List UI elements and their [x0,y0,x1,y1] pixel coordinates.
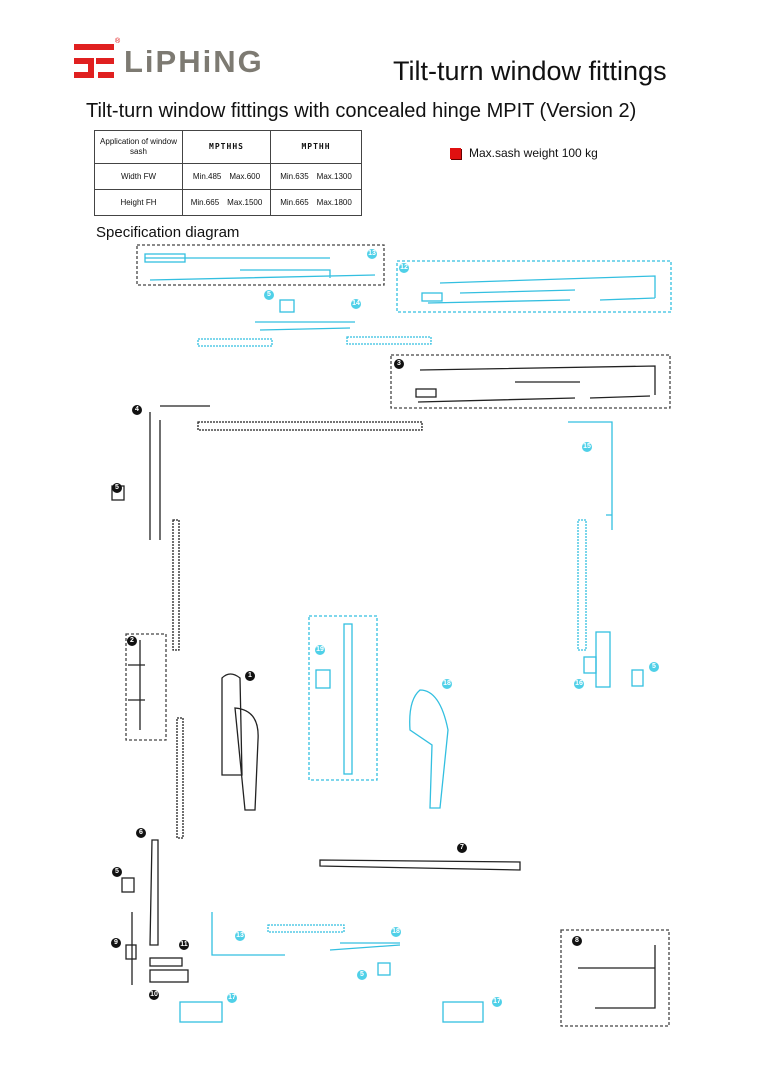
callout-10: 10 [149,990,159,1000]
min-value: Min.485 [192,171,222,181]
callout-4: 4 [132,405,142,415]
max-value: Max.600 [229,171,261,181]
min-value: Min.665 [280,197,309,207]
callout-11: 11 [179,940,189,950]
callout-cyan: 5 [357,970,367,980]
registered-mark: ® [115,38,121,45]
value-cell: Min.665 Max.1500 [182,189,271,216]
min-value: Min.665 [190,197,220,207]
callout-7: 7 [457,843,467,853]
callout-2: 2 [127,636,137,646]
callout-cyan: 17 [227,993,237,1003]
callout-6: 6 [136,828,146,838]
row-label: Height FH [94,189,183,216]
table-row: Width FW Min.485 Max.600 Min.635 Max.1300 [94,163,362,190]
cyan-parts [144,253,656,1023]
callout-5: 5 [112,483,122,493]
callout-cyan: 16 [574,679,584,689]
min-value: Min.635 [280,171,309,181]
value-cell: Min.485 Max.600 [182,163,271,190]
page-title: Tilt-turn window fittings [393,56,667,86]
weight-legend: Max.sash weight 100 kg [450,146,598,160]
callout-cyan: 5 [649,662,659,672]
table-header-row: Application of window sash MPTHHS MPTHH [94,130,362,164]
callout-cyan: 17 [492,997,502,1007]
callout-cyan: 12 [399,263,409,273]
callout-cyan: 14 [351,299,361,309]
callout-cyan: 13 [367,249,377,259]
callout-5b: 5 [112,867,122,877]
callout-1: 1 [245,671,255,681]
callout-cyan: 18 [391,927,401,937]
callout-cyan: 13 [235,931,245,941]
diagram-title: Specification diagram [96,224,240,241]
table-row: Height FH Min.665 Max.1500 Min.665 Max.180… [94,189,362,216]
value-cell: Min.665 Max.1800 [270,189,362,216]
callout-cyan: 19 [315,645,325,655]
max-value: Max.1500 [227,197,263,207]
black-parts [111,365,656,1009]
spec-table: Application of window sash MPTHHS MPTHH … [94,130,362,216]
legend-label: Max.sash weight 100 kg [469,146,598,160]
callout-cyan: 5 [264,290,274,300]
max-value: Max.1800 [316,197,352,207]
header-cell: Application of window sash [94,130,183,164]
group-boxes [125,244,671,1027]
page-subtitle: Tilt-turn window fittings with concealed… [86,100,637,122]
header-cell: MPTHH [270,130,362,164]
callout-cyan: 18 [442,679,452,689]
row-label: Width FW [94,163,183,190]
callout-3: 3 [394,359,404,369]
header-cell: MPTHHS [182,130,271,164]
logo-icon [74,44,114,78]
callout-cyan: 15 [582,442,592,452]
callout-9: 9 [111,938,121,948]
callout-8: 8 [572,936,582,946]
max-value: Max.1300 [316,171,352,181]
cyan-group-boxes [308,260,672,781]
brand-logo: LiPHiNG [124,44,264,79]
legend-swatch [450,147,461,159]
